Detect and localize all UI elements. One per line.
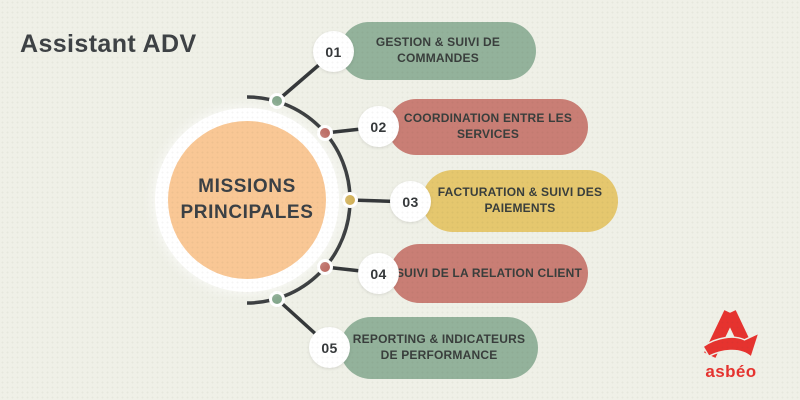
central-circle: MISSIONS PRINCIPALES xyxy=(168,121,326,279)
mission-label-2: COORDINATION ENTRE LES SERVICES xyxy=(403,111,573,141)
mission-number-3: 03 xyxy=(390,181,431,222)
central-circle-ring: MISSIONS PRINCIPALES xyxy=(155,108,339,292)
mission-pill-3: FACTURATION & SUIVI DES PAIEMENTS xyxy=(422,170,618,232)
mission-number-5: 05 xyxy=(309,327,350,368)
mission-pill-5: REPORTING & INDICATEURS DE PERFORMANCE xyxy=(340,317,538,379)
central-label-line2: PRINCIPALES xyxy=(180,202,314,223)
mission-dot-2 xyxy=(320,128,330,138)
page-title: Assistant ADV xyxy=(20,30,197,58)
mission-number-text: 04 xyxy=(370,265,387,282)
central-label-line1: MISSIONS xyxy=(198,176,296,198)
mission-number-text: 01 xyxy=(325,43,342,60)
mission-dot-1 xyxy=(272,96,282,106)
mission-number-text: 03 xyxy=(402,193,419,210)
mission-dot-4 xyxy=(320,262,330,272)
brand-logo: asbéo xyxy=(693,307,769,382)
mission-label-1: GESTION & SUIVI DE COMMANDES xyxy=(375,35,501,65)
brand-wordmark: asbéo xyxy=(705,362,757,381)
mission-number-4: 04 xyxy=(358,253,399,294)
mission-number-text: 05 xyxy=(321,339,338,356)
mission-number-1: 01 xyxy=(313,31,354,72)
mission-number-text: 02 xyxy=(370,118,387,135)
mission-dot-3 xyxy=(345,195,355,205)
mission-label-3: FACTURATION & SUIVI DES PAIEMENTS xyxy=(437,185,603,215)
asbeo-ribbon-a-icon xyxy=(702,310,761,359)
mission-dot-5 xyxy=(272,294,282,304)
mission-label-4: SUIVI DE LA RELATION CLIENT xyxy=(395,265,583,280)
mission-label-5: REPORTING & INDICATEURS DE PERFORMANCE xyxy=(352,332,526,362)
mission-pill-2: COORDINATION ENTRE LES SERVICES xyxy=(388,99,588,155)
mission-pill-1: GESTION & SUIVI DE COMMANDES xyxy=(340,22,536,80)
mission-number-2: 02 xyxy=(358,106,399,147)
mission-pill-4: SUIVI DE LA RELATION CLIENT xyxy=(390,244,588,303)
